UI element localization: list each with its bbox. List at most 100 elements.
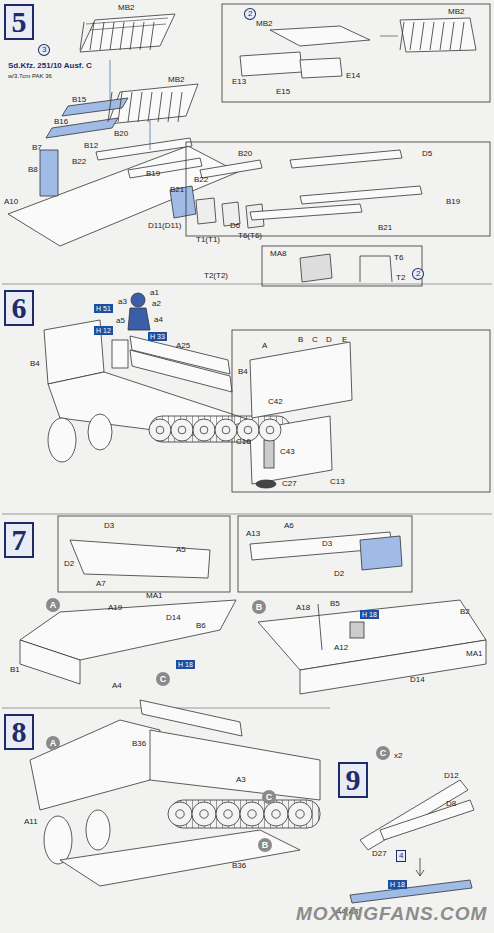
part-number: T1(T1): [196, 236, 220, 244]
part-number: A: [262, 342, 267, 350]
part-number: C16: [236, 438, 251, 446]
sub-assembly-marker: A: [46, 736, 60, 750]
part-number: A11: [24, 818, 38, 826]
part-number: A4: [112, 682, 122, 690]
step-number: 8: [4, 714, 34, 750]
part-number: T6(T6): [238, 232, 262, 240]
part-number: D: [326, 336, 332, 344]
model-title: w/3.7cm PAK 36: [8, 73, 52, 79]
part-number: B21: [170, 186, 184, 194]
part-number: D8: [446, 800, 456, 808]
step-number: 5: [4, 4, 34, 40]
part-number: D3: [104, 522, 114, 530]
part-number: B21: [378, 224, 392, 232]
part-number: T6: [394, 254, 403, 262]
marker-letter: B: [256, 603, 263, 612]
part-number: E: [342, 336, 347, 344]
step-number: 6: [4, 290, 34, 326]
marker-letter: A: [50, 601, 57, 610]
sub-assembly-marker: C: [156, 672, 170, 686]
part-number: 2: [244, 8, 256, 20]
part-number: x2: [394, 752, 402, 760]
part-number: E15: [276, 88, 290, 96]
marker-letter: A: [50, 739, 57, 748]
part-number: C13: [330, 478, 345, 486]
part-number: D11(D11): [148, 222, 182, 230]
marker-letter: C: [380, 749, 387, 758]
sub-assembly-marker: B: [258, 838, 272, 852]
model-title: Sd.Kfz. 251/10 Ausf. C: [8, 62, 92, 70]
step-number-text: 6: [12, 293, 27, 323]
marker-letter: C: [266, 793, 273, 802]
part-number: a4: [154, 316, 163, 324]
part-number: MA1: [466, 650, 482, 658]
part-number: D5: [422, 150, 432, 158]
part-number: D14: [166, 614, 181, 622]
watermark: MOXINGFANS.COM: [296, 904, 487, 923]
part-number: A7: [96, 580, 106, 588]
part-number: D2: [64, 560, 74, 568]
part-number: B20: [114, 130, 128, 138]
sub-assembly-marker: B: [252, 600, 266, 614]
paint-code: H 12: [94, 326, 113, 335]
part-number: D6: [230, 222, 240, 230]
part-number: E14: [346, 72, 360, 80]
part-number: D12: [444, 772, 459, 780]
paint-code: H 33: [148, 332, 167, 341]
part-number: A6: [284, 522, 294, 530]
part-number: D14: [410, 676, 425, 684]
part-number: B2: [460, 608, 470, 616]
part-number: B22: [72, 158, 86, 166]
part-number: A18: [296, 604, 310, 612]
part-number: B7: [32, 144, 42, 152]
paint-code: H 51: [94, 304, 113, 313]
step-number-text: 7: [12, 525, 27, 555]
part-number: MA1: [146, 592, 162, 600]
part-number: B4: [238, 368, 248, 376]
step-number: 7: [4, 522, 34, 558]
part-number: a5: [116, 317, 125, 325]
part-number: MB2: [118, 4, 134, 12]
part-number: a2: [152, 300, 161, 308]
part-number: B12: [84, 142, 98, 150]
step-number-text: 9: [346, 765, 361, 795]
part-number: B1: [10, 666, 20, 674]
part-number: C27: [282, 480, 297, 488]
part-number: A12: [334, 644, 348, 652]
part-number: B19: [446, 198, 460, 206]
part-number: 2: [412, 268, 424, 280]
paint-code: H 18: [360, 610, 379, 619]
part-number: D2: [334, 570, 344, 578]
part-number: B: [298, 336, 303, 344]
part-number: E13: [232, 78, 246, 86]
part-number: B36: [232, 862, 246, 870]
part-number: B16: [54, 118, 68, 126]
part-number: A5: [176, 546, 186, 554]
part-number: B36: [132, 740, 146, 748]
part-number: 3: [38, 44, 50, 56]
part-number: 4: [396, 850, 406, 862]
part-number: D3: [322, 540, 332, 548]
paint-code: H 18: [388, 880, 407, 889]
part-number: MB2: [168, 76, 184, 84]
part-number: A19: [108, 604, 122, 612]
part-number: C42: [268, 398, 283, 406]
part-number: MA8: [270, 250, 286, 258]
part-number: A13: [246, 530, 260, 538]
part-number: MB2: [448, 8, 464, 16]
part-number: B5: [330, 600, 340, 608]
part-number: B19: [146, 170, 160, 178]
part-number: A25: [176, 342, 190, 350]
part-number: B20: [238, 150, 252, 158]
step-number-text: 8: [12, 717, 27, 747]
part-number: a1: [150, 289, 159, 297]
part-number: B6: [196, 622, 206, 630]
marker-letter: B: [262, 841, 269, 850]
marker-letter: C: [160, 675, 167, 684]
part-number: B8: [28, 166, 38, 174]
part-number: C43: [280, 448, 295, 456]
sub-assembly-marker: C: [262, 790, 276, 804]
step-number: 9: [338, 762, 368, 798]
